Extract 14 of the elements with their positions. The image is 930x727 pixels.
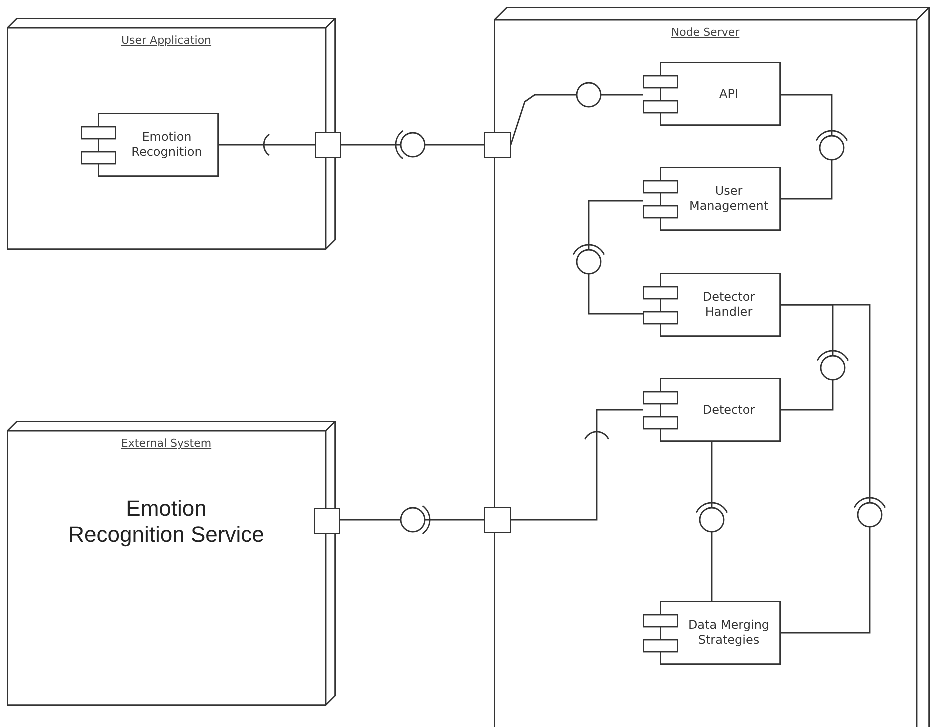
node-title: User Application xyxy=(121,34,212,48)
component-label: Detector xyxy=(702,402,756,418)
node-title: Node Server xyxy=(671,26,740,40)
port-square xyxy=(315,132,341,158)
component-label: Emotion Recognition xyxy=(130,130,204,160)
port-square xyxy=(484,132,511,158)
service-label: Emotion Recognition Service xyxy=(68,496,266,548)
component-label: Data Merging Strategies xyxy=(687,618,771,648)
component-label: User Management xyxy=(688,184,770,214)
port-square xyxy=(314,508,340,534)
component-label: Detector Handler xyxy=(702,290,756,320)
port-square xyxy=(484,507,511,533)
node-title: External System xyxy=(121,437,212,451)
component-label: API xyxy=(720,86,738,102)
